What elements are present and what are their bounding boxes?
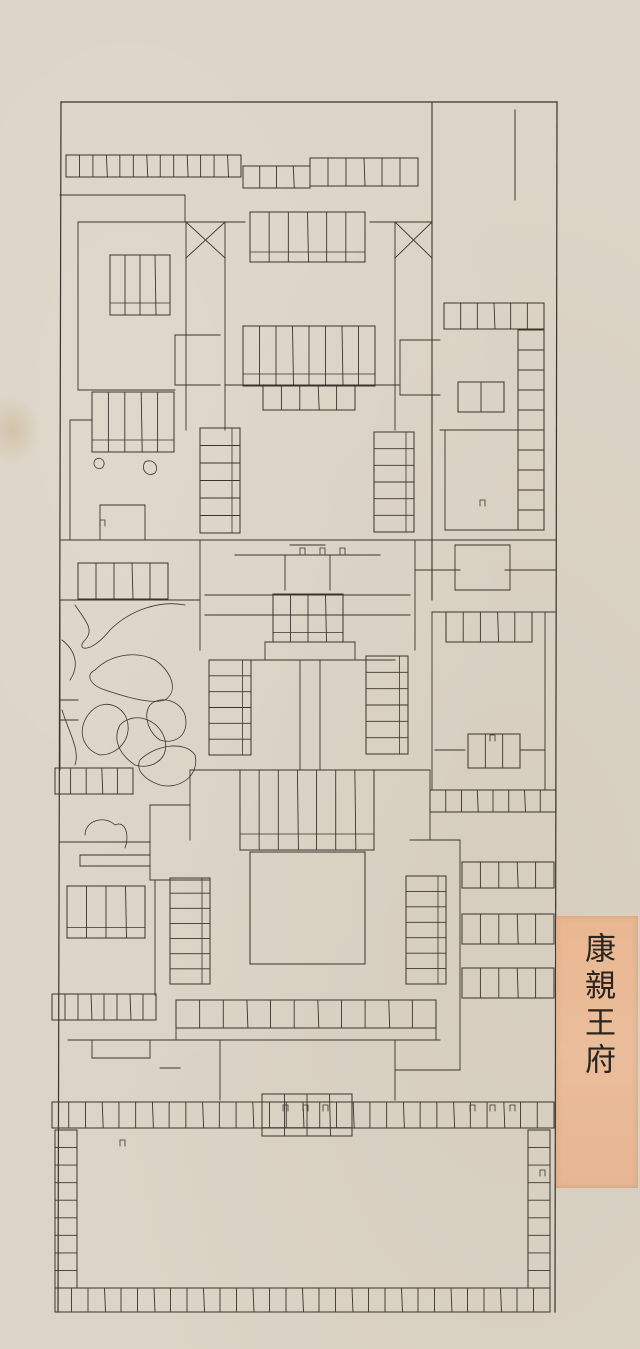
east-wing-mid (365, 655, 409, 755)
east-corridor-row (429, 789, 557, 813)
east-wing-north (373, 431, 415, 533)
north-courtyard-hall (242, 325, 376, 387)
west-wing-south (169, 877, 211, 985)
garden-rockery (61, 457, 197, 849)
east-wing-south (405, 875, 447, 985)
east-court-wing (517, 329, 545, 531)
outer-boundary (57, 101, 558, 1313)
central-gate-hall (272, 593, 344, 643)
west-wing-mid (208, 659, 252, 756)
main-gate (261, 1093, 353, 1137)
east-court2-hall (445, 611, 533, 643)
paper-stain (0, 395, 40, 465)
east-court-pavilion (457, 381, 505, 413)
west-mid-row (54, 767, 134, 795)
north-row-mid (242, 165, 311, 189)
south-gate-row (175, 999, 437, 1029)
title-label-slip: 康親王府 (556, 916, 638, 1188)
west-small-hall (77, 562, 169, 600)
west-south-hall (66, 885, 146, 939)
west-hall-upper (91, 391, 175, 453)
east-south-row-2 (461, 913, 555, 945)
west-wing-north (199, 427, 241, 534)
building-rooms (51, 154, 557, 1313)
west-south-row (51, 993, 157, 1021)
north-row-mid2 (309, 157, 419, 187)
east-south-row-1 (461, 861, 555, 889)
east-bottom-wing (527, 1129, 551, 1289)
bottom-row (54, 1287, 551, 1313)
north-courtyard-hall-rear (262, 385, 356, 411)
plan-details (59, 194, 557, 1177)
east-court-hall-upper (443, 302, 545, 330)
west-garden-pavilion (109, 254, 171, 316)
east-south-row-3 (461, 967, 555, 999)
main-south-hall (239, 769, 375, 851)
north-row-west (65, 154, 242, 178)
main-courtyard (249, 851, 366, 965)
west-bottom-wing (54, 1129, 78, 1289)
title-label: 康親王府 (579, 932, 615, 1080)
main-north-hall (249, 211, 366, 263)
east-court2-pavilion (467, 733, 521, 769)
